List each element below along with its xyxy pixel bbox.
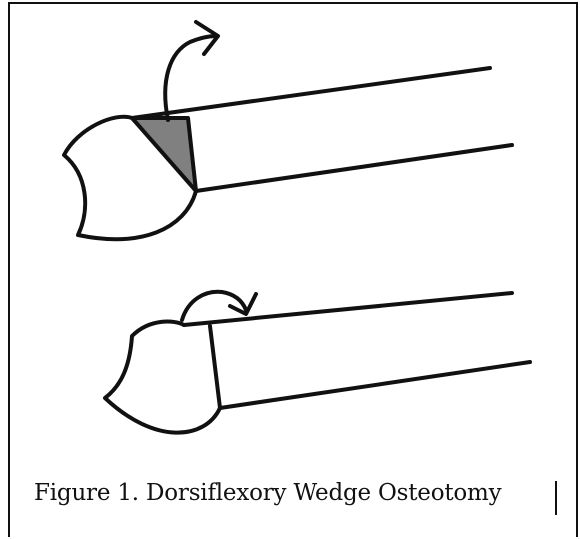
lower-bone-osteotomy-line (210, 326, 220, 408)
upper-bone-group (64, 22, 512, 239)
lower-curved-arrow-icon (182, 292, 246, 320)
lower-bone-shaft-bottom (220, 362, 530, 408)
wedge-shaded (132, 118, 196, 191)
upper-bone-shaft-top (132, 68, 490, 118)
lower-bone-head (105, 322, 220, 433)
upper-bone-shaft-bottom (196, 145, 512, 191)
text-cursor (555, 481, 557, 515)
figure-caption: Figure 1. Dorsiflexory Wedge Osteotomy (34, 480, 501, 506)
lower-bone-group (105, 292, 530, 433)
